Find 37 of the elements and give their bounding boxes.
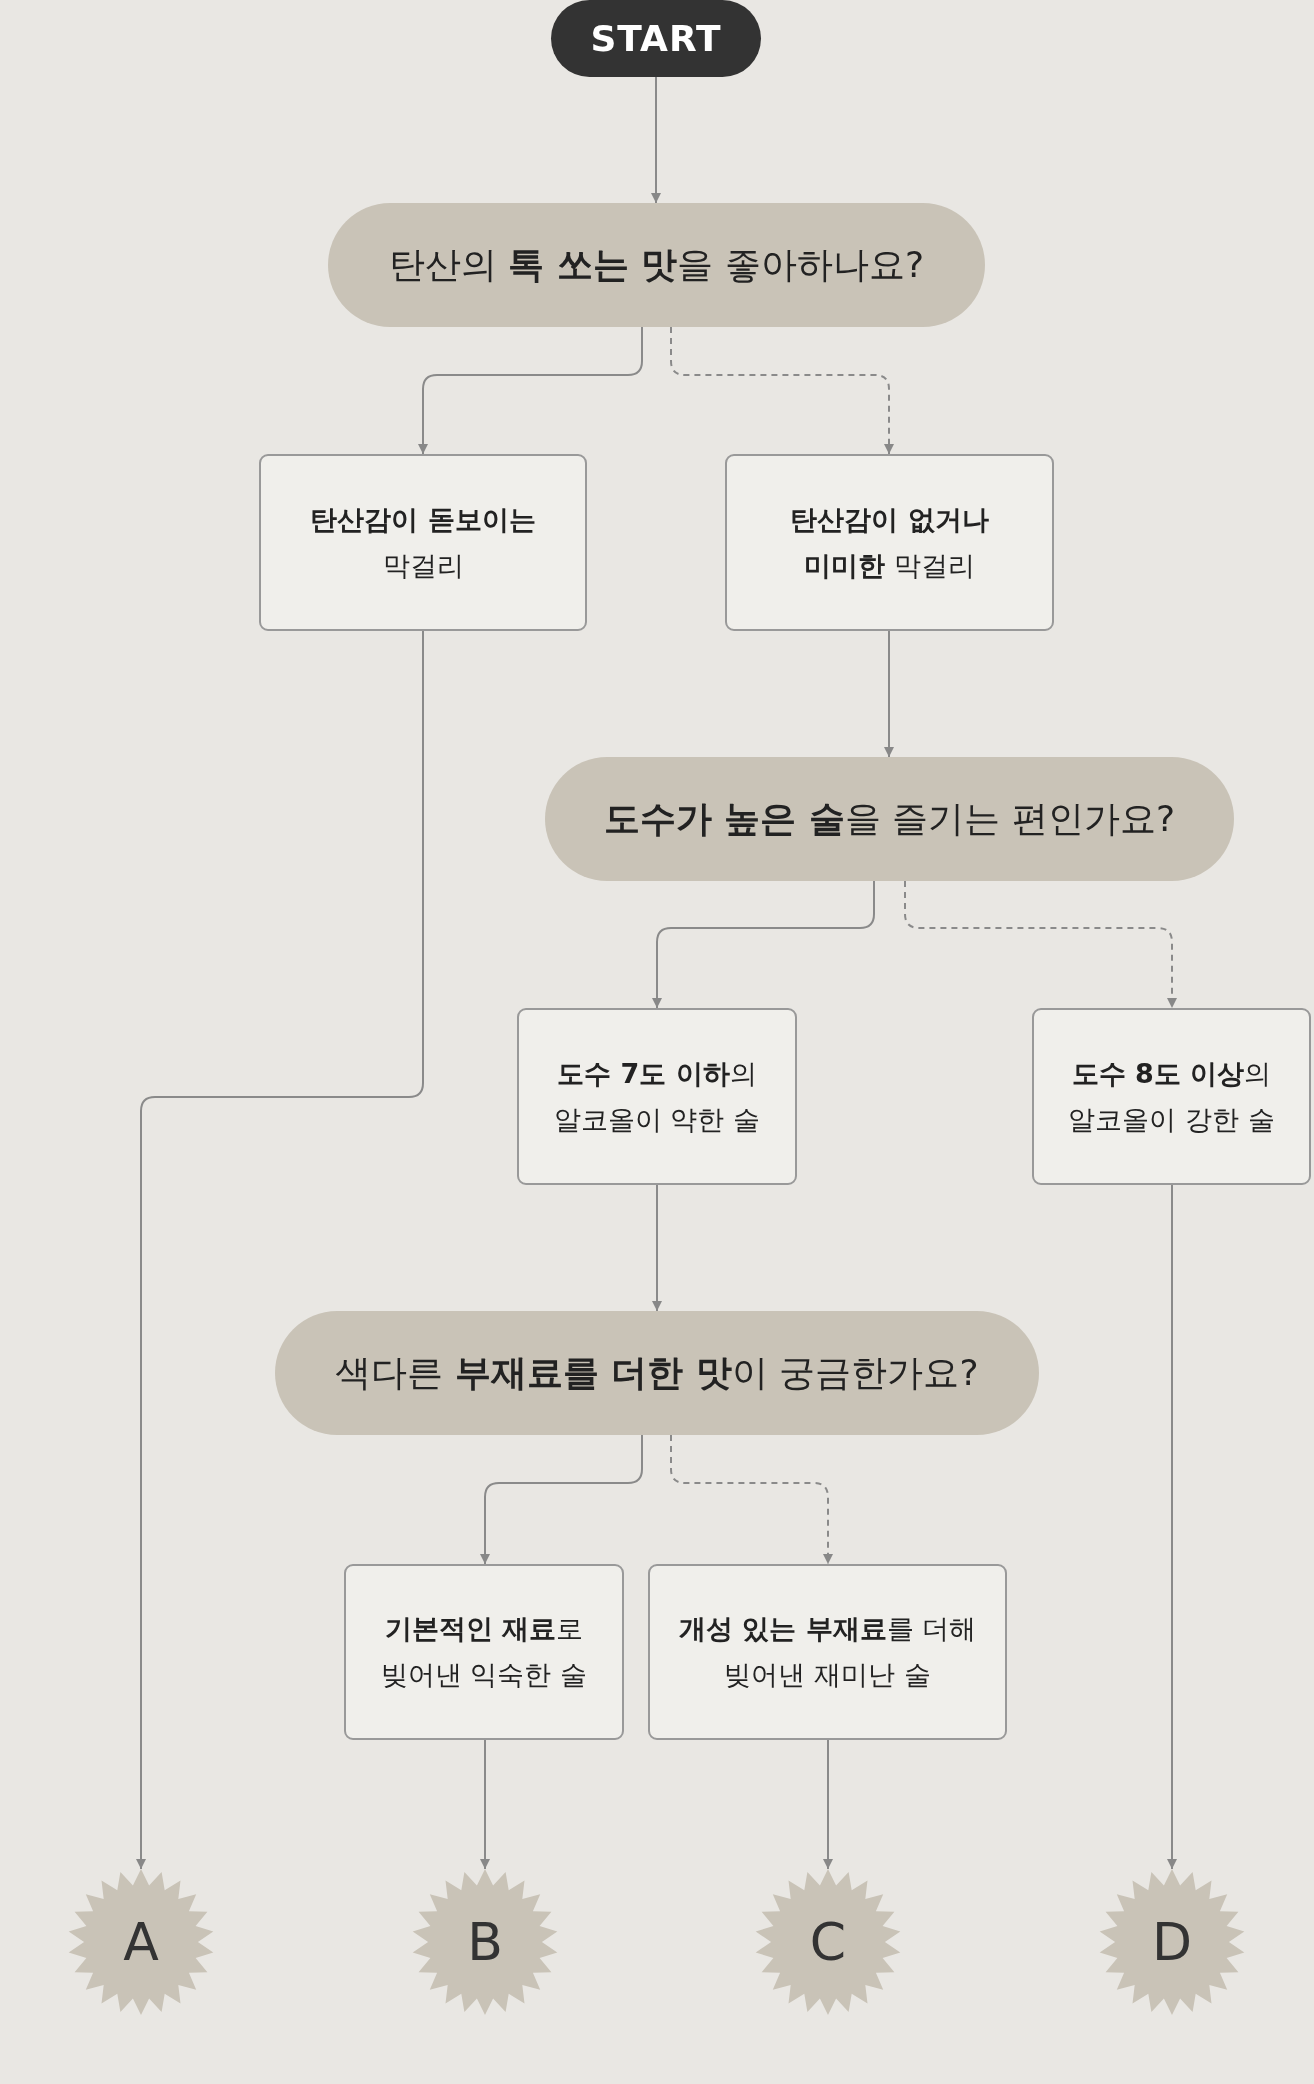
starburst — [755, 1869, 901, 2015]
result-box — [1032, 1008, 1311, 1185]
starburst — [412, 1869, 558, 2015]
result-letter: C — [809, 1912, 847, 1972]
result-text: 기본적인 재료로 빚어낸 익숙한 술 — [379, 1612, 589, 1692]
starburst — [1099, 1869, 1245, 2015]
arrow — [480, 1434, 643, 1565]
start-label: START — [590, 18, 722, 59]
result-letter: B — [467, 1912, 503, 1972]
arrow — [670, 326, 894, 455]
arrow — [136, 630, 424, 1870]
result-letter: D — [1151, 1912, 1192, 1972]
question-text: 도수가 높은 술을 즐기는 편인가요? — [603, 796, 1176, 841]
result-box — [259, 454, 587, 631]
arrow — [418, 326, 643, 455]
result-text: 탄산감이 없거나 미미한 막걸리 — [789, 502, 990, 583]
arrow — [884, 630, 894, 758]
question-text: 색다른 부재료를 더한 맛이 궁금한가요? — [335, 1350, 979, 1395]
arrow — [823, 1739, 833, 1870]
arrow — [904, 880, 1177, 1009]
arrow — [652, 880, 875, 1009]
result-letter: A — [123, 1912, 159, 1972]
result-box — [344, 1564, 624, 1740]
result-text: 도수 8도 이상의 알코올이 강한 술 — [1067, 1056, 1276, 1137]
result-text: 탄산감이 돋보이는 막걸리 — [309, 502, 537, 583]
arrow — [651, 76, 661, 204]
arrow — [1167, 1184, 1177, 1870]
result-box — [725, 454, 1054, 631]
question-text: 탄산의 톡 쏘는 맛을 좋아하나요? — [388, 242, 925, 287]
arrow — [480, 1739, 490, 1870]
arrow — [652, 1184, 662, 1312]
result-box — [648, 1564, 1007, 1740]
result-box — [517, 1008, 797, 1185]
result-text: 도수 7도 이하의 알코올이 약한 술 — [552, 1056, 762, 1137]
arrow — [670, 1434, 833, 1565]
result-text: 개성 있는 부재료를 더해 빚어낸 재미난 술 — [677, 1612, 978, 1692]
starburst — [68, 1869, 214, 2015]
